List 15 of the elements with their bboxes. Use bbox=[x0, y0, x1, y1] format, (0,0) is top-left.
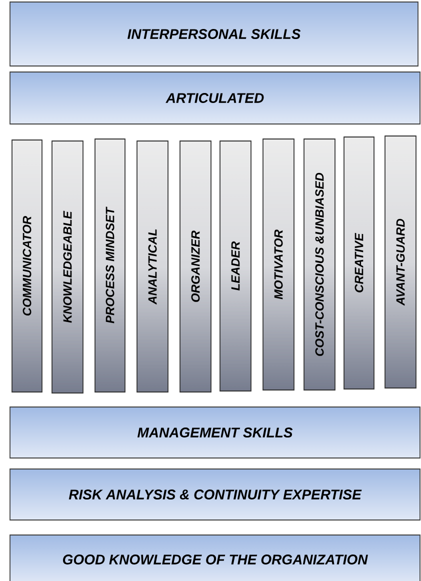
skill-bar: LEADER bbox=[220, 140, 252, 392]
skill-bar: KNOWLEDGEABLE bbox=[52, 140, 84, 394]
skill-bar: ORGANIZER bbox=[180, 140, 212, 392]
skill-bar: AVANT-GUARD bbox=[384, 136, 416, 388]
skill-band: MANAGEMENT SKILLS bbox=[10, 406, 420, 458]
skill-bar: COST-CONSCIOUS &UNBIASED bbox=[304, 138, 336, 390]
skill-bar: PROCESS MINDSET bbox=[94, 138, 126, 392]
skill-band: ARTICULATED bbox=[10, 72, 420, 124]
skill-band: GOOD KNOWLEDGE OF THE ORGANIZATION bbox=[10, 534, 420, 581]
skill-band: INTERPERSONAL SKILLS bbox=[10, 2, 418, 66]
skill-bar: ANALYTICAL bbox=[136, 140, 168, 392]
skill-bar: COMMUNICATOR bbox=[12, 140, 42, 392]
skill-bar: MOTIVATOR bbox=[262, 138, 294, 390]
skill-band: RISK ANALYSIS & CONTINUITY EXPERTISE bbox=[10, 468, 420, 520]
skill-bar: CREATIVE bbox=[344, 136, 374, 390]
